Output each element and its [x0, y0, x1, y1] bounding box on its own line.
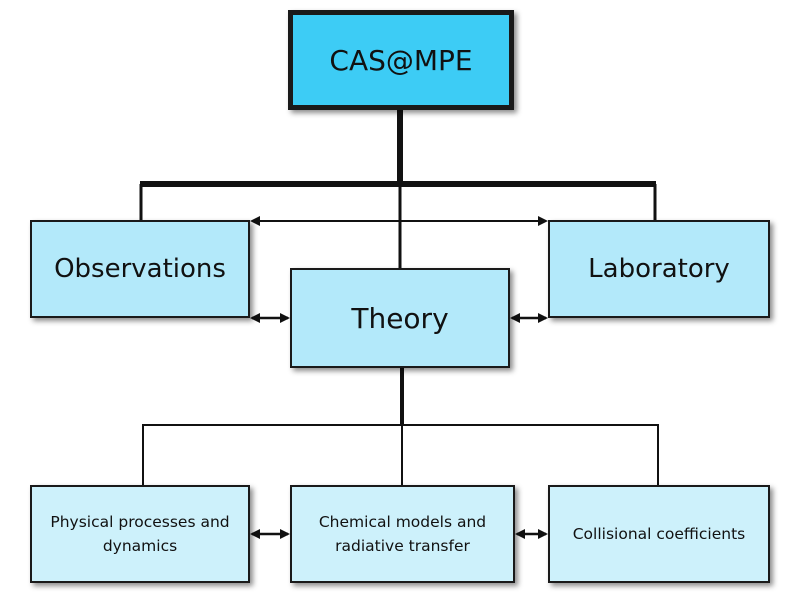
theory-label: Theory — [351, 301, 449, 335]
laboratory-box: Laboratory — [548, 220, 770, 318]
root-box: CAS@MPE — [288, 10, 514, 110]
physical-processes-label: Physical processes and dynamics — [50, 513, 230, 555]
theory-box: Theory — [290, 268, 510, 368]
laboratory-label: Laboratory — [588, 254, 730, 284]
chemical-models-box: Chemical models and radiative transfer — [290, 485, 515, 583]
chemical-models-label: Chemical models and radiative transfer — [318, 513, 487, 555]
observations-box: Observations — [30, 220, 250, 318]
collisional-coefficients-label: Collisional coefficients — [572, 525, 746, 543]
physical-processes-box: Physical processes and dynamics — [30, 485, 250, 583]
root-label: CAS@MPE — [329, 43, 473, 77]
observations-label: Observations — [54, 254, 226, 284]
collisional-coefficients-box: Collisional coefficients — [548, 485, 770, 583]
